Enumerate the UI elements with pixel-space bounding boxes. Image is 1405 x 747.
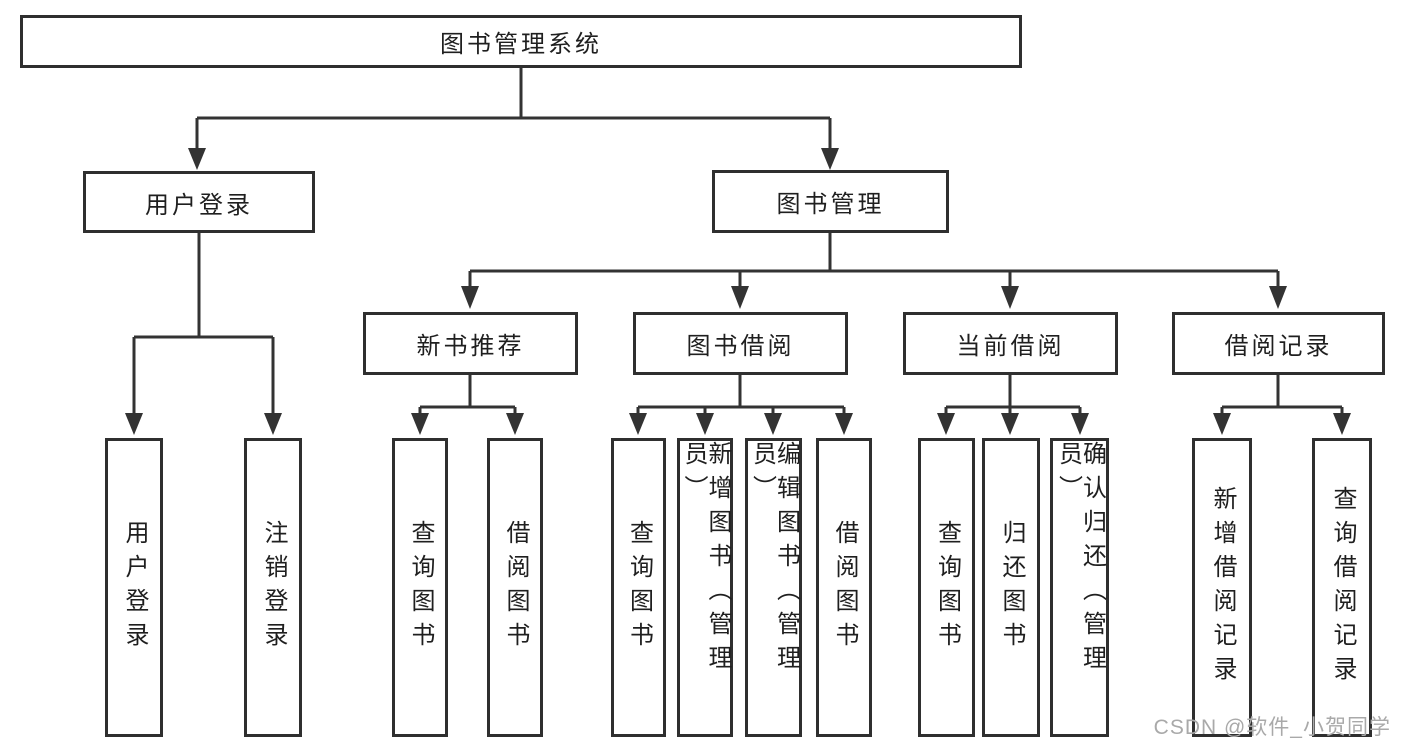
node-current-borrow: 当前借阅: [903, 312, 1118, 375]
node-new-book-recommend: 新书推荐: [363, 312, 578, 375]
node-leaf-query-book-3: 查询图书: [918, 438, 975, 737]
node-label: 编辑图书（管理员）: [748, 441, 800, 679]
node-leaf-add-borrow-record: 新增借阅记录: [1192, 438, 1252, 737]
node-label: 借阅图书: [502, 519, 529, 656]
node-label: 确认归还（管理员）: [1054, 441, 1106, 679]
node-label: 新增借阅记录: [1209, 485, 1236, 690]
node-label: 查询借阅记录: [1329, 485, 1356, 690]
node-label: 当前借阅: [956, 333, 1065, 360]
node-label: 查询图书: [933, 519, 961, 656]
node-book-management-branch: 图书管理: [712, 170, 949, 233]
node-leaf-borrow-book-2: 借阅图书: [816, 438, 872, 737]
node-book-borrow: 图书借阅: [633, 312, 848, 375]
node-leaf-user-login: 用户登录: [105, 438, 163, 737]
node-label: 新增图书（管理员）: [680, 441, 731, 679]
node-leaf-borrow-book-1: 借阅图书: [487, 438, 543, 737]
node-label: 图书借阅: [686, 333, 795, 360]
node-label: 新书推荐: [416, 333, 525, 360]
csdn-watermark: CSDN @软件_小贺同学: [1153, 716, 1391, 739]
node-label: 借阅记录: [1224, 333, 1333, 360]
node-leaf-query-borrow-record: 查询借阅记录: [1312, 438, 1372, 737]
node-label: 查询图书: [625, 519, 653, 656]
node-label: 注销登录: [260, 519, 287, 656]
node-root-label: 图书管理系统: [440, 31, 602, 58]
node-leaf-confirm-return-admin: 确认归还（管理员）: [1050, 438, 1109, 737]
node-label: 借阅图书: [831, 519, 858, 656]
node-leaf-logout: 注销登录: [244, 438, 302, 737]
node-user-login-branch: 用户登录: [83, 171, 315, 233]
node-leaf-query-book-1: 查询图书: [392, 438, 448, 737]
node-leaf-edit-book-admin: 编辑图书（管理员）: [745, 438, 802, 737]
node-label: 用户登录: [145, 191, 253, 219]
node-leaf-add-book-admin: 新增图书（管理员）: [677, 438, 733, 737]
node-label: 归还图书: [998, 519, 1025, 656]
node-label: 图书管理: [776, 191, 885, 218]
node-label: 用户登录: [121, 519, 148, 656]
node-label: 查询图书: [407, 519, 434, 656]
node-borrow-record: 借阅记录: [1172, 312, 1385, 375]
node-leaf-query-book-2: 查询图书: [611, 438, 666, 737]
node-leaf-return-book: 归还图书: [982, 438, 1040, 737]
node-root-system: 图书管理系统: [20, 15, 1022, 68]
